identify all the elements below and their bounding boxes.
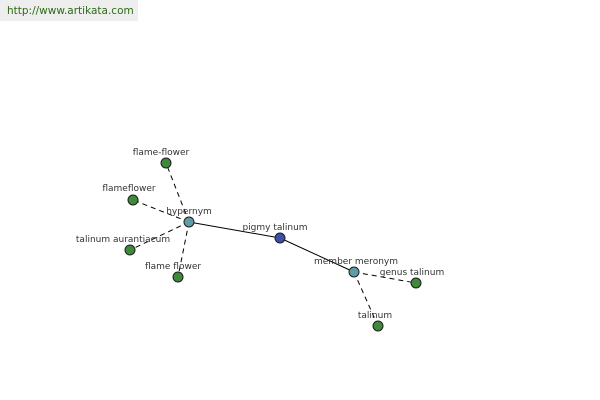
edge-member-meronym-to-talinum bbox=[353, 271, 379, 327]
node-flame-flower-space[interactable] bbox=[172, 271, 184, 283]
labels-layer: pigmy talinum hypernym member meronym flame… bbox=[76, 148, 444, 321]
site-url-link[interactable]: http://www.artikata.com bbox=[0, 0, 138, 21]
edge-hypernym-to-flameflower bbox=[132, 199, 190, 223]
node-label-member-meronym[interactable]: member meronym bbox=[314, 257, 398, 267]
node-label-hypernym[interactable]: hypernym bbox=[166, 207, 212, 217]
node-label-flameflower[interactable]: flameflower bbox=[102, 184, 156, 194]
edges-layer bbox=[129, 162, 417, 327]
node-talinum-aurantiacum[interactable] bbox=[124, 244, 136, 256]
node-hypernym[interactable] bbox=[183, 216, 195, 228]
edge-pigmy-talinum-to-hypernym bbox=[188, 221, 281, 239]
node-label-flame-flower-hyphen[interactable]: flame-flower bbox=[133, 148, 190, 158]
node-genus-talinum[interactable] bbox=[410, 277, 422, 289]
node-label-talinum-aurantiacum[interactable]: talinum aurantiacum bbox=[76, 235, 170, 245]
edge-pigmy-talinum-to-member-meronym bbox=[279, 237, 355, 273]
edge-hypernym-to-talinum-aurantiacum bbox=[129, 221, 190, 251]
node-label-talinum[interactable]: talinum bbox=[358, 311, 392, 321]
nodes-layer bbox=[124, 157, 422, 332]
node-flame-flower-hyphen[interactable] bbox=[160, 157, 172, 169]
node-label-flame-flower-space[interactable]: flame flower bbox=[145, 262, 201, 272]
edge-member-meronym-to-genus-talinum bbox=[353, 271, 417, 284]
node-label-genus-talinum[interactable]: genus talinum bbox=[380, 268, 444, 278]
node-member-meronym[interactable] bbox=[348, 266, 360, 278]
node-label-pigmy-talinum[interactable]: pigmy talinum bbox=[242, 223, 307, 233]
edge-hypernym-to-flame-flower-space bbox=[177, 221, 190, 278]
node-talinum[interactable] bbox=[372, 320, 384, 332]
node-flameflower[interactable] bbox=[127, 194, 139, 206]
edge-hypernym-to-flame-flower-hyphen bbox=[165, 162, 190, 223]
node-pigmy-talinum[interactable] bbox=[274, 232, 286, 244]
